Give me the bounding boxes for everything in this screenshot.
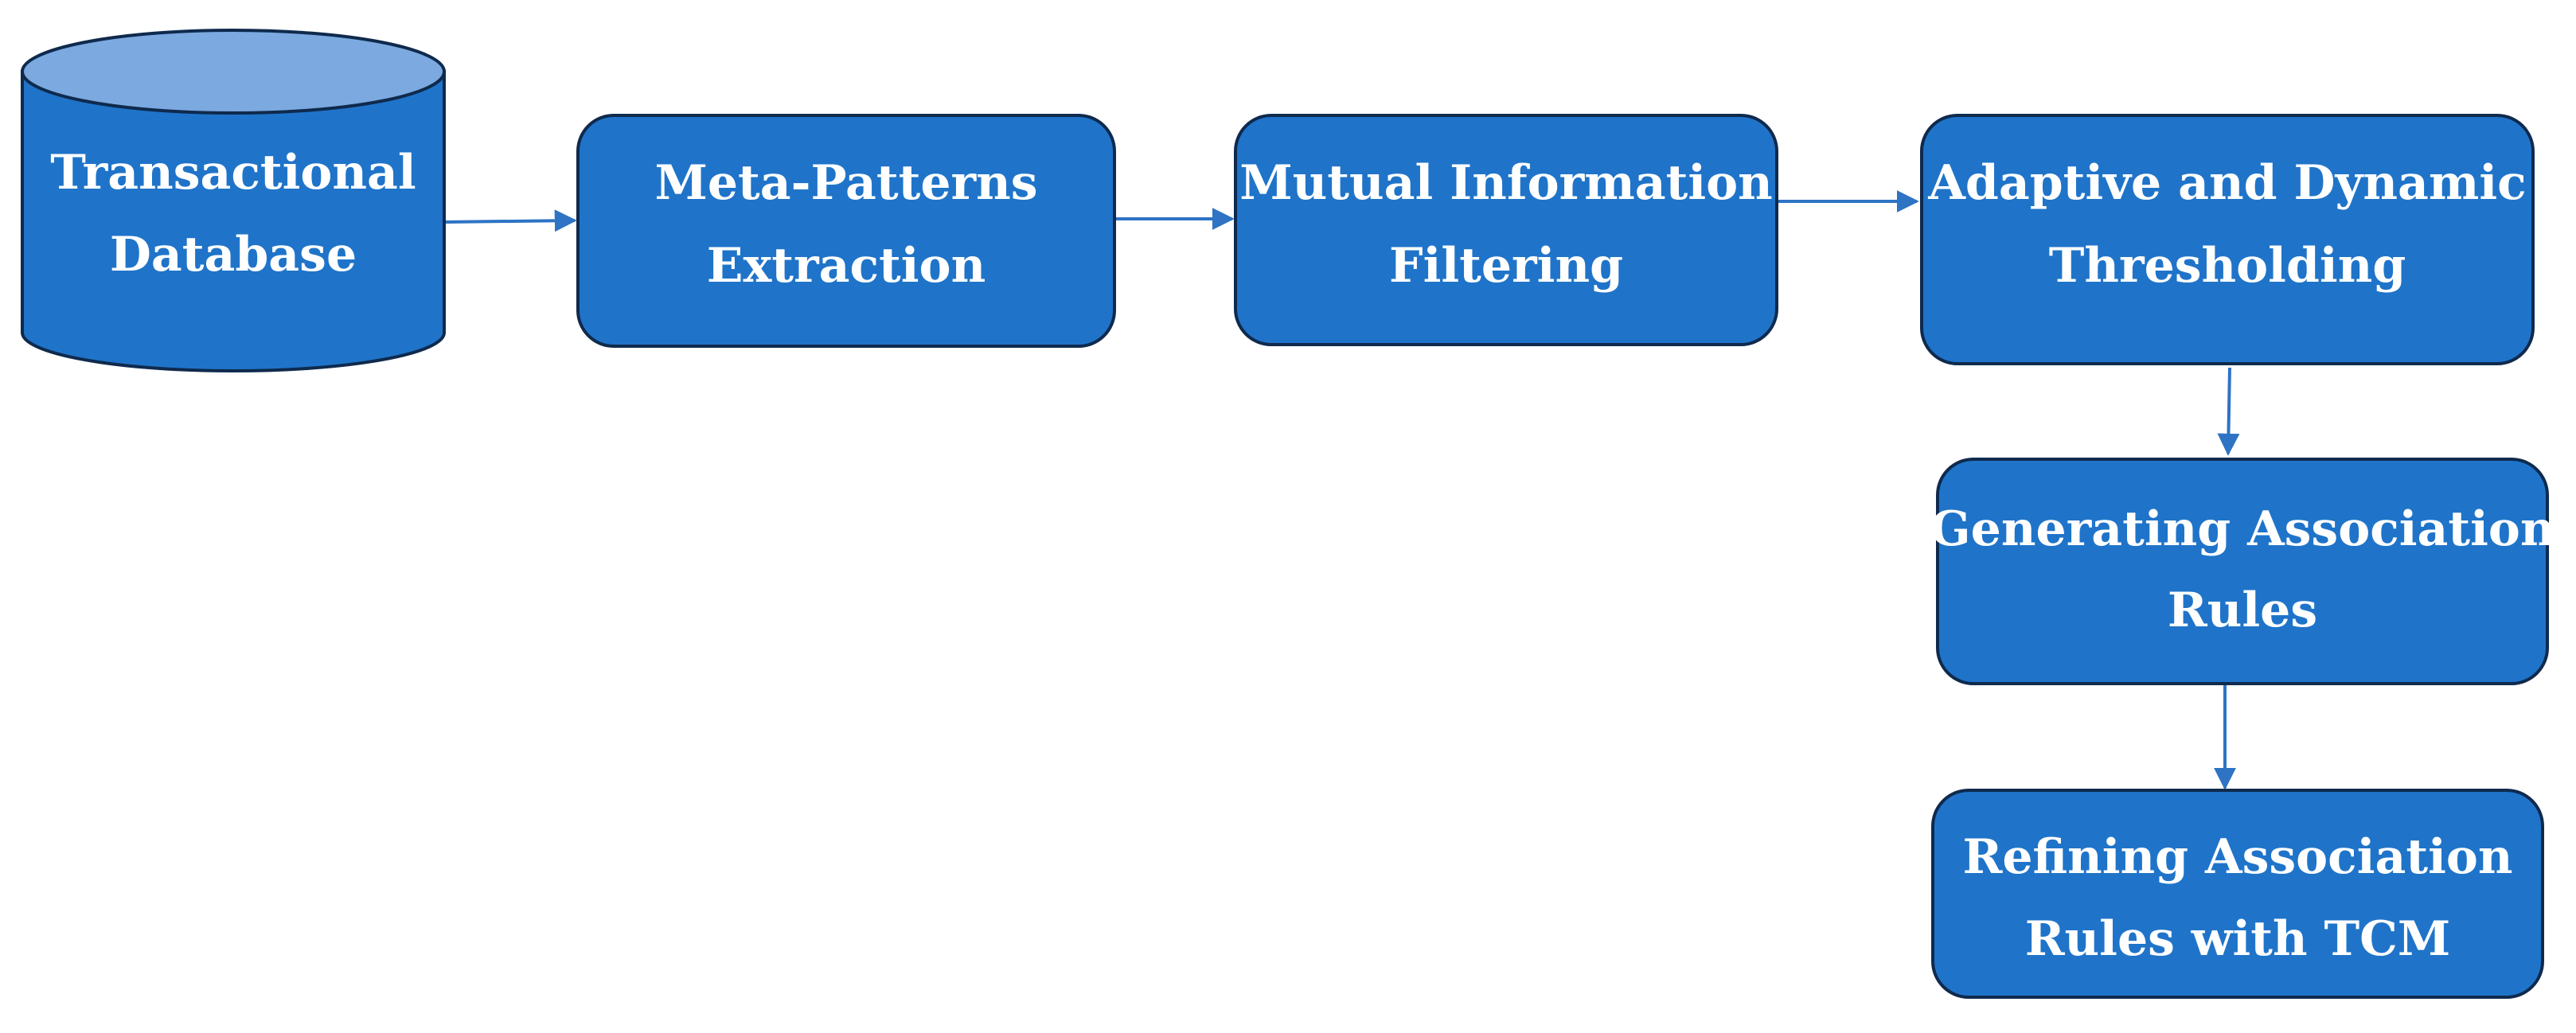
meta-patterns-label-line1: Meta-Patterns bbox=[654, 155, 1037, 211]
mutual-info-label-line2: Filtering bbox=[1389, 238, 1623, 294]
generating-box bbox=[1936, 458, 2549, 685]
generating-label-line2: Rules bbox=[2168, 583, 2317, 638]
adaptive-dynamic-thresholding-node: Adaptive and Dynamic Thresholding bbox=[1920, 114, 2535, 365]
database-label-line1: Transactional bbox=[50, 145, 416, 201]
mutual-info-box bbox=[1234, 114, 1778, 346]
database-label-line2: Database bbox=[110, 227, 357, 283]
arrow-thresholding-to-generating bbox=[2217, 367, 2240, 456]
refining-box bbox=[1931, 789, 2544, 999]
thresholding-box bbox=[1920, 114, 2535, 365]
thresholding-label-line2: Thresholding bbox=[2049, 238, 2406, 294]
meta-patterns-extraction-node: Meta-Patterns Extraction bbox=[576, 114, 1116, 348]
mutual-information-filtering-node: Mutual Information Filtering bbox=[1234, 114, 1778, 346]
refining-label-line1: Refining Association bbox=[1962, 829, 2512, 885]
mutual-info-label-line1: Mutual Information bbox=[1239, 155, 1773, 211]
generating-association-rules-node: Generating Association Rules bbox=[1930, 458, 2555, 685]
arrow-database-to-meta-patterns bbox=[445, 209, 577, 232]
database-cylinder-body bbox=[21, 70, 446, 372]
transactional-database-node: Transactional Database bbox=[21, 29, 446, 372]
thresholding-label-line1: Adaptive and Dynamic bbox=[1927, 155, 2526, 211]
meta-patterns-box bbox=[576, 114, 1116, 348]
database-cylinder-top bbox=[21, 29, 446, 115]
generating-label-line1: Generating Association bbox=[1930, 501, 2555, 557]
refining-label-line2: Rules with TCM bbox=[2025, 911, 2451, 967]
meta-patterns-label-line2: Extraction bbox=[707, 238, 986, 294]
refining-association-rules-node: Refining Association Rules with TCM bbox=[1931, 789, 2544, 999]
